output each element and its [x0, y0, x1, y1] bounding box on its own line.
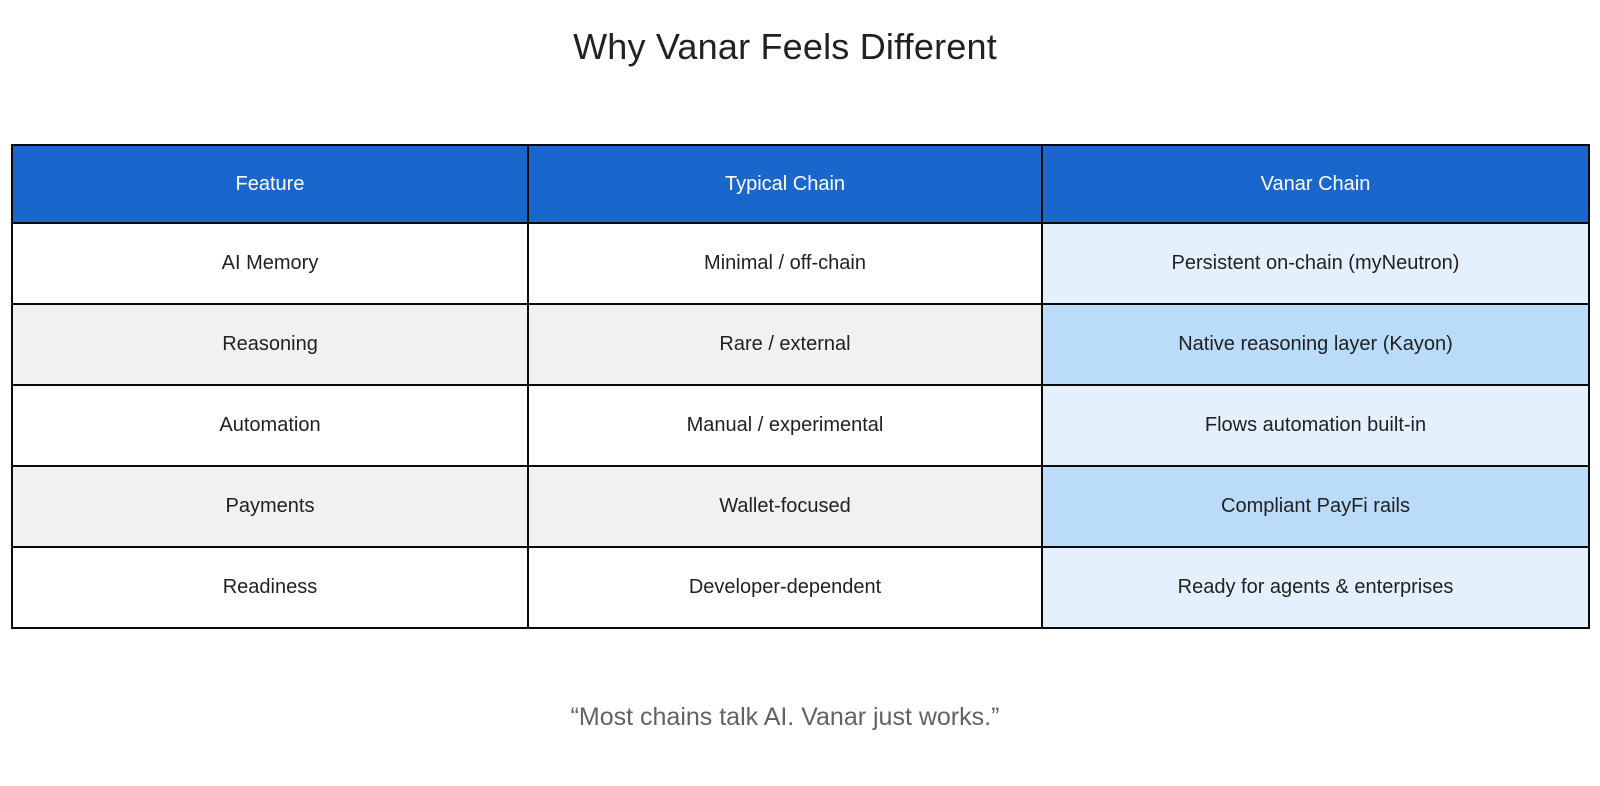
feature-cell: Payments [11, 465, 529, 548]
table-row: Reasoning Rare / external Native reasoni… [11, 303, 1590, 386]
column-header-typical-chain: Typical Chain [527, 144, 1043, 224]
quote-text: “Most chains talk AI. Vanar just works.” [570, 703, 1000, 731]
vanar-chain-cell: Flows automation built-in [1041, 384, 1590, 467]
typical-chain-cell: Rare / external [527, 303, 1043, 386]
comparison-table: Feature Typical Chain Vanar Chain AI Mem… [11, 144, 1590, 629]
typical-chain-cell: Minimal / off-chain [527, 222, 1043, 305]
table-row: AI Memory Minimal / off-chain Persistent… [11, 222, 1590, 305]
table-row: Automation Manual / experimental Flows a… [11, 384, 1590, 467]
table-row: Payments Wallet-focused Compliant PayFi … [11, 465, 1590, 548]
column-header-vanar-chain: Vanar Chain [1041, 144, 1590, 224]
vanar-chain-cell: Persistent on-chain (myNeutron) [1041, 222, 1590, 305]
feature-cell: AI Memory [11, 222, 529, 305]
typical-chain-cell: Developer-dependent [527, 546, 1043, 629]
page-title: Why Vanar Feels Different [573, 26, 997, 67]
table-header-row: Feature Typical Chain Vanar Chain [11, 144, 1590, 224]
vanar-chain-cell: Native reasoning layer (Kayon) [1041, 303, 1590, 386]
typical-chain-cell: Manual / experimental [527, 384, 1043, 467]
feature-cell: Reasoning [11, 303, 529, 386]
feature-cell: Readiness [11, 546, 529, 629]
table-row: Readiness Developer-dependent Ready for … [11, 546, 1590, 629]
column-header-feature: Feature [11, 144, 529, 224]
typical-chain-cell: Wallet-focused [527, 465, 1043, 548]
vanar-chain-cell: Ready for agents & enterprises [1041, 546, 1590, 629]
vanar-chain-cell: Compliant PayFi rails [1041, 465, 1590, 548]
feature-cell: Automation [11, 384, 529, 467]
